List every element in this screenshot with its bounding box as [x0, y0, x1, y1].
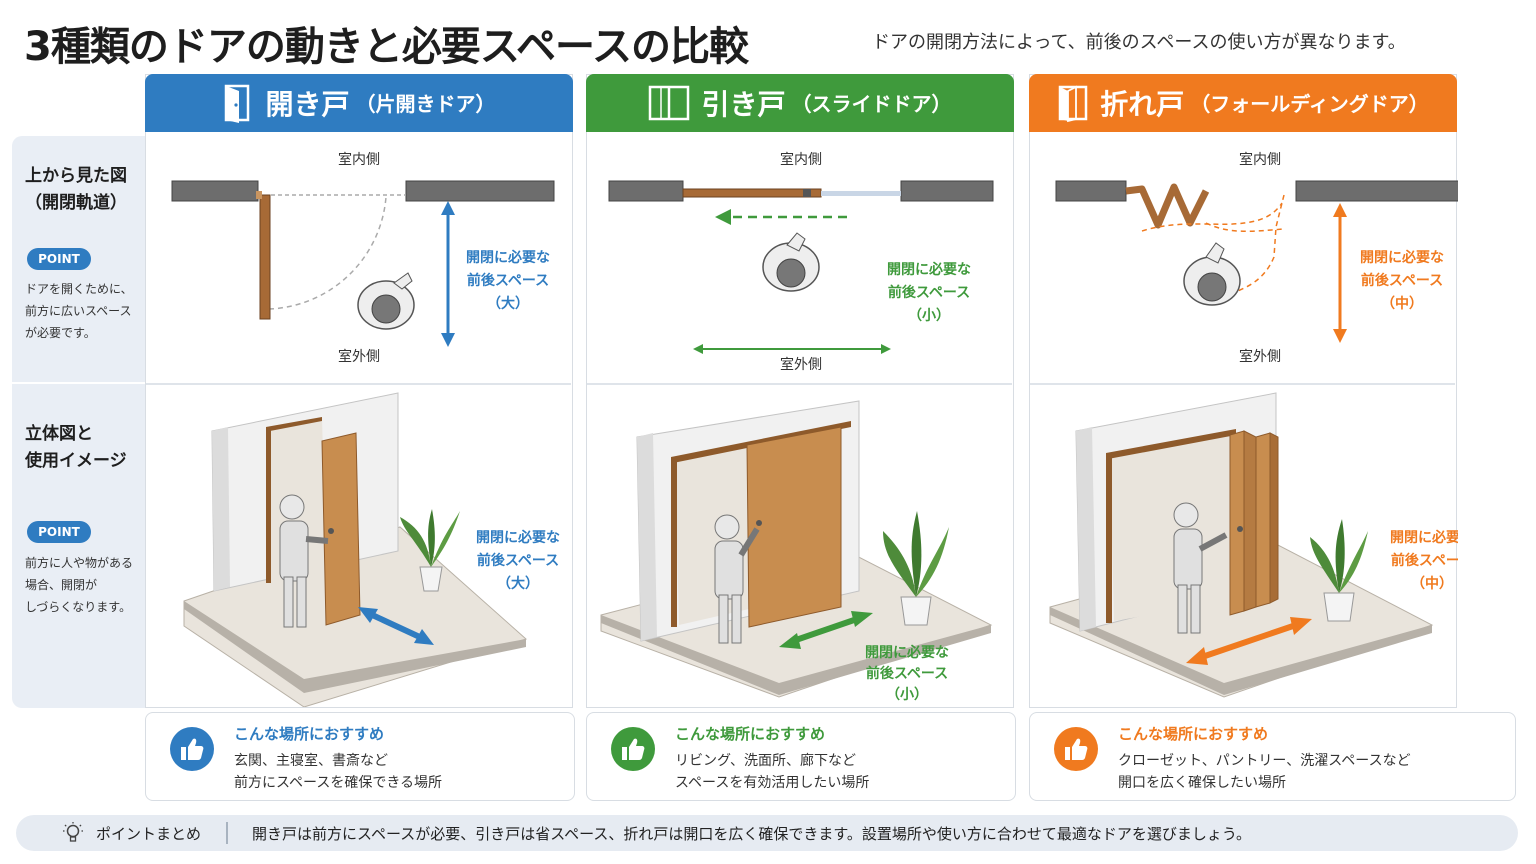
space-label: 前後スペース: [888, 284, 970, 301]
space-label: 開閉に必要な: [466, 249, 550, 266]
space-label: 前後スペース: [477, 552, 559, 569]
room-illustration: [1049, 392, 1434, 698]
person-icon: [357, 272, 415, 330]
outside-label: 室外側: [338, 348, 380, 365]
point-badge: POINT: [27, 521, 91, 543]
page-title: 3種類のドアの動きと必要スペースの比較: [24, 24, 749, 70]
recommendation-text: 玄関、主寝室、書斎など: [234, 753, 388, 769]
inside-label: 室内側: [338, 151, 380, 168]
panel-header-folding: 折れ戸 （フォールディングドア）: [1028, 73, 1457, 132]
space-size-label: （大）: [487, 295, 529, 312]
person-icon: [1183, 242, 1241, 306]
plant-icon: [400, 509, 460, 592]
point-badge: POINT: [27, 248, 91, 270]
recommendation-title: こんな場所におすすめ: [234, 725, 385, 743]
panel-header-sliding: 引き戸 （スライドドア）: [585, 73, 1014, 132]
summary-text: 開き戸は前方にスペースが必要、引き戸は省スペース、折れ戸は開口を広く確保できます…: [252, 825, 1252, 843]
panel-title: 折れ戸: [1100, 87, 1185, 121]
plant-icon: [883, 511, 949, 626]
person-icon: [1173, 502, 1228, 634]
person-icon: [714, 514, 760, 644]
space-label: 前後スペース: [467, 272, 549, 289]
hinged-diagrams: 室内側 開閉に必要な 前後スペース （大） 室外側: [171, 151, 560, 707]
inside-label: 室内側: [780, 151, 822, 168]
plant-icon: [1310, 519, 1368, 622]
person-icon: [279, 494, 329, 628]
wall: [171, 180, 259, 202]
space-size-label: （大）: [497, 575, 539, 592]
panel-divider: [146, 383, 571, 385]
hinged-door-icon: [221, 83, 255, 123]
panel-title: 引き戸: [701, 87, 786, 121]
panel-title: 開き戸: [265, 87, 350, 121]
space-size-label: （小）: [908, 308, 950, 324]
space-annotation: 開閉に必要な 前後スペース （小）: [837, 643, 977, 706]
wall: [608, 180, 684, 202]
thumbs-up-icon: [611, 727, 655, 771]
space-label: 開閉に必要な: [476, 529, 560, 546]
room-illustration: [183, 392, 527, 707]
sidebar-heading-3d: 立体図と 使用イメージ: [25, 424, 127, 471]
door-leaf: [682, 188, 822, 198]
space-label: 開閉に必要な: [865, 645, 949, 661]
sidebar-heading-plan: 上から見た図 （開閉軌道）: [25, 166, 127, 213]
inside-label: 室内側: [1239, 151, 1281, 168]
recommendation-text: クローゼット、パントリー、洗濯スペースなど: [1118, 753, 1411, 769]
folding-diagrams: 室内側 開閉に必要な 前後スペース （中） 室外側: [1049, 151, 1458, 698]
recommendation-card-hinged: こんな場所におすすめ 玄関、主寝室、書斎など 前方にスペースを確保できる場所: [145, 712, 575, 801]
sidebar: [12, 136, 146, 708]
summary-bar: ポイントまとめ 開き戸は前方にスペースが必要、引き戸は省スペース、折れ戸は開口を…: [16, 815, 1518, 851]
panel-divider: [587, 383, 1012, 385]
sidebar-note-3d: 前方に人や物がある 場合、開閉が しづらくなります。: [25, 556, 134, 614]
wall: [1295, 180, 1458, 202]
recommendation-card-folding: こんな場所におすすめ クローゼット、パントリー、洗濯スペースなど 開口を広く確保…: [1029, 712, 1516, 801]
sliding-diagrams: 室内側 開閉に必要な 前後スペース （小） 室外側: [600, 151, 994, 698]
recommendation-card-sliding: こんな場所におすすめ リビング、洗面所、廊下など スペースを有効活用したい場所: [586, 712, 1016, 801]
space-size-label: （小）: [886, 687, 928, 703]
room-illustration: [600, 400, 993, 698]
space-label: 開閉に必要な: [887, 261, 971, 278]
recommendation-text: 前方にスペースを確保できる場所: [234, 775, 443, 791]
panel-hinged-door: 開き戸 （片開きドア） 室内側 開閉に必要な 前後スペース （大） 室外側: [144, 73, 573, 708]
sliding-door-icon: [647, 83, 691, 123]
door-leaf: [259, 194, 271, 320]
panel-subtitle: （フォールディングドア）: [1190, 92, 1429, 116]
wall: [405, 180, 555, 202]
recommendation-text: 開口を広く確保したい場所: [1118, 775, 1286, 791]
recommendation-text: スペースを有効活用したい場所: [675, 775, 870, 791]
folding-door-icon: [1056, 83, 1090, 123]
page-subtitle: ドアの開閉方法によって、前後のスペースの使い方が異なります。: [872, 32, 1406, 53]
wall: [900, 180, 994, 202]
space-size-label: （中）: [1411, 575, 1453, 592]
space-label: 前後スペース: [1391, 552, 1458, 569]
thumbs-up-icon: [170, 727, 214, 771]
outside-label: 室外側: [780, 356, 822, 373]
person-icon: [762, 232, 820, 292]
space-size-label: （中）: [1381, 295, 1423, 312]
panel-subtitle: （スライドドア）: [791, 92, 952, 116]
space-label: 前後スペース: [865, 666, 949, 682]
wall: [1055, 180, 1127, 202]
panel-folding-door: 折れ戸 （フォールディングドア） 室内側 開閉に必要な 前後スペース （中） 室…: [1028, 73, 1458, 708]
panel-subtitle: （片開きドア）: [355, 92, 496, 116]
space-label: 開閉に必要な: [1360, 249, 1444, 266]
recommendation-title: こんな場所におすすめ: [675, 725, 826, 743]
panel-divider: [1030, 383, 1455, 385]
outside-label: 室外側: [1239, 348, 1281, 365]
space-label: 前後スペース: [1361, 272, 1443, 289]
door-leaf: [1125, 183, 1210, 229]
panel-header-hinged: 開き戸 （片開きドア）: [144, 73, 573, 132]
recommendation-text: リビング、洗面所、廊下など: [675, 753, 857, 769]
summary-label: ポイントまとめ: [96, 825, 202, 843]
summary-divider: [226, 822, 228, 844]
lightbulb-icon: [63, 822, 83, 842]
space-label: 開閉に必要な: [1390, 529, 1458, 546]
sidebar-divider: [12, 382, 146, 384]
sidebar-note-plan: ドアを開くために、 前方に広いスペース が必要です。: [25, 282, 133, 340]
thumbs-up-icon: [1054, 727, 1098, 771]
panel-sliding-door: 引き戸 （スライドドア） 室内側 開閉に必要な 前後スペース （小） 室外側: [585, 73, 1014, 708]
recommendation-title: こんな場所におすすめ: [1118, 725, 1269, 743]
